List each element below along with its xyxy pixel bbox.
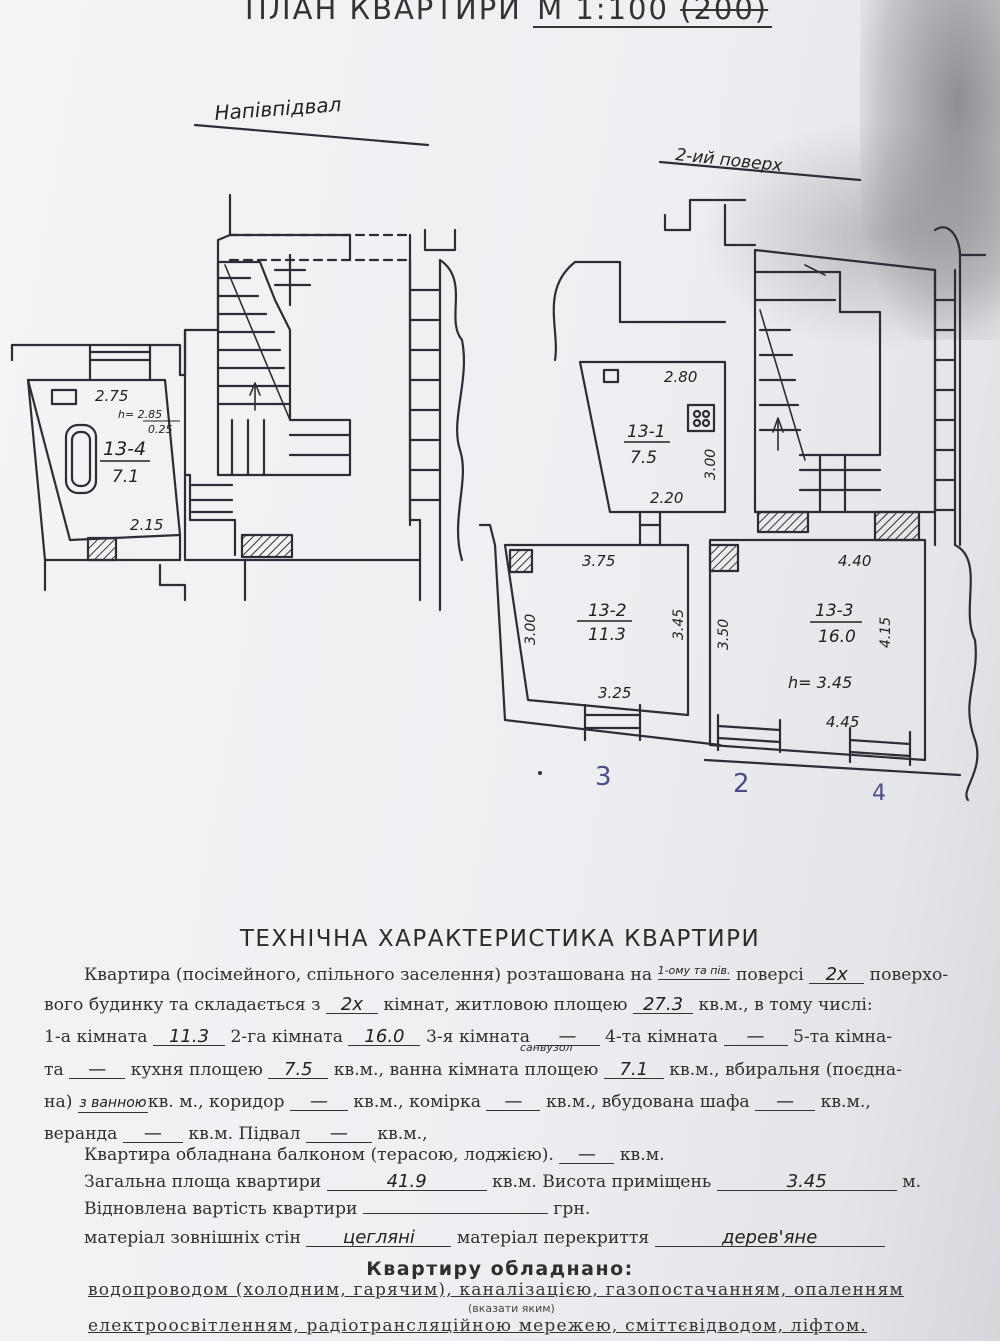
living-area-field: 27.3 [632,996,693,1014]
plan-scale: М 1:100 (200) [533,0,773,28]
closet-field: — [486,1093,541,1111]
left-plan-walls [10,193,466,612]
room-13-3-height-note: h= 3.45 [788,673,852,692]
room3-field: — [535,1028,600,1046]
toilet-field: з ванною [77,1095,148,1113]
equipment-line-2: електроосвітленням, радіотрансляційною м… [88,1316,868,1336]
room-13-3-dim-top: 4.40 [838,552,871,570]
rooms-count-field: 2х [325,996,378,1014]
room-13-4-id: 13-4 [103,438,146,460]
room-13-4-height-note: h= 2.85 [118,408,162,421]
tech-line-5: на) з ванноюкв. м., коридор — кв.м., ком… [44,1091,871,1113]
room-13-3-dim-left: 3.50 [716,619,732,650]
room-13-2-area: 11.3 [588,625,626,645]
room-13-1-dim-bottom: 2.20 [650,489,683,507]
floor-plan: 2.75 h= 2.85 0.25 13-4 7.1 2.15 2.80 13-… [10,92,987,806]
floor-field: 1-ому та пів. [657,962,731,980]
room4-field: — [723,1028,788,1046]
plan-scale-alt: (200) [680,0,769,26]
height-field: 3.45 [716,1173,897,1191]
scan-smudge [860,0,1000,340]
kitchen-field: 7.5 [268,1061,329,1079]
storeys-field: 2х [809,966,865,984]
equipment-note: (вказати яким) [468,1302,555,1315]
bath-correction: санвузол [520,1041,573,1054]
room-13-1-area: 7.5 [630,448,657,468]
equipment-line-1: водопроводом (холодним, гарячим), каналі… [88,1280,904,1300]
bath-field: 7.1 [603,1061,664,1079]
second-floor-label: 2-ий поверх [674,145,784,176]
ceiling-field: дерев'яне [654,1229,885,1247]
wardrobe-field: — [755,1093,816,1111]
room-13-2-id: 13-2 [588,601,627,621]
tech-line-6: веранда — кв.м. Підвал — кв.м., [44,1123,428,1144]
tech-line-4: та — кухня площею 7.5 кв.м., ванна кімна… [44,1059,902,1080]
plan-title-text: ПЛАН КВАРТИРИ [245,0,522,26]
room-13-3-dim-bottom: 4.45 [826,713,859,731]
ink-dot [538,771,542,775]
window-number-3: 3 [595,762,612,792]
plan-title: ПЛАН КВАРТИРИ М 1:100 (200) [245,0,773,28]
room-13-2-dim-right: 3.45 [671,609,687,640]
room-13-3-dim-right: 4.15 [878,617,894,648]
room-13-1-id: 13-1 [627,422,666,442]
basement-label: Напівпідвал [214,92,343,125]
room1-field: 11.3 [153,1028,225,1046]
tech-line-1: Квартира (посімейного, спільного заселен… [84,962,949,985]
room-13-4-height-note2: 0.25 [148,423,173,436]
room-13-3-id: 13-3 [815,601,854,621]
tech-line-3: 1-а кімната 11.3 2-га кімната 16.0 3-я к… [44,1026,893,1047]
cost-field [362,1213,548,1214]
room-13-4-dim-bottom: 2.15 [130,516,163,534]
veranda-field: — [122,1125,183,1143]
room-13-1-dim-side: 3.00 [703,449,719,480]
equipment-title: Квартиру обладнано: [366,1258,634,1280]
tech-line-7: Квартира обладнана балконом (терасою, ло… [84,1144,665,1165]
tech-section-title: ТЕХНІЧНА ХАРАКТЕРИСТИКА КВАРТИРИ [239,926,761,952]
room5-field: — [69,1061,126,1079]
window-number-2: 2 [733,769,750,799]
corridor-field: — [289,1093,348,1111]
room-13-1-dim-top: 2.80 [664,368,697,386]
room-13-4-area: 7.1 [112,467,139,487]
walls-field: цегляні [306,1229,452,1247]
total-area-field: 41.9 [326,1173,487,1191]
room-13-2-dim-top: 3.75 [582,552,615,570]
room-13-3-area: 16.0 [818,627,856,647]
tech-line-10: матеріал зовнішніх стін цегляні матеріал… [84,1228,885,1248]
tech-line-8: Загальна площа квартири 41.9 кв.м. Висот… [84,1171,922,1192]
basement-field: — [305,1125,372,1143]
room-13-4-dim-top: 2.75 [95,387,128,405]
room2-field: 16.0 [348,1028,421,1046]
room-13-2-dim-bottom: 3.25 [598,684,631,702]
tech-line-9: Відновлена вартість квартири грн. [84,1199,591,1219]
right-plan-walls [478,198,987,802]
tech-line-2: вого будинку та складається з 2х кімнат,… [44,994,873,1015]
balcony-field: — [559,1146,615,1164]
window-number-4: 4 [872,781,886,806]
room-13-2-dim-left: 3.00 [523,614,539,645]
